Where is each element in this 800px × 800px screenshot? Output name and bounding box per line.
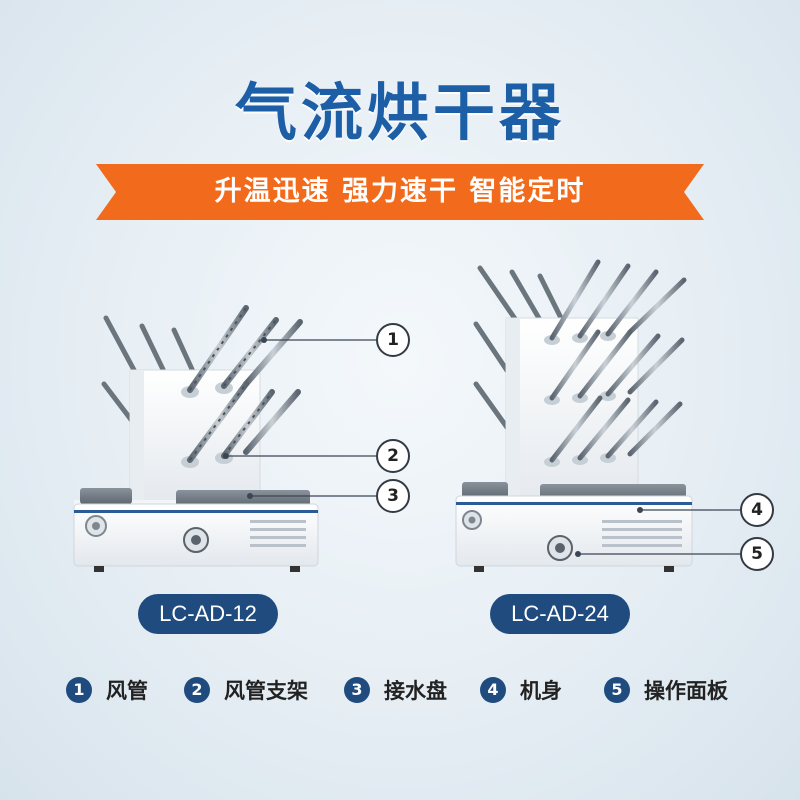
- legend-number: 3: [344, 677, 370, 703]
- unit-lc-ad-12: [73, 305, 376, 572]
- parts-legend: 1 风管 2 风管支架 3 接水盘 4 机身 5 操作面板: [0, 672, 800, 708]
- page-title: 气流烘干器: [234, 76, 565, 149]
- legend-item: 1 风管: [66, 672, 148, 708]
- legend-item: 4 机身: [480, 672, 562, 708]
- legend-number: 4: [480, 677, 506, 703]
- legend-label: 接水盘: [384, 679, 447, 703]
- legend-number: 1: [66, 677, 92, 703]
- legend-label: 风管: [106, 679, 148, 703]
- callout-3: 3: [376, 479, 410, 513]
- legend-item: 2 风管支架: [184, 672, 308, 708]
- callout-1: 1: [376, 323, 410, 357]
- callout-2: 2: [376, 439, 410, 473]
- feature-banner: 升温迅速 强力速干 智能定时: [96, 164, 704, 220]
- unit-lc-ad-24: [455, 259, 740, 572]
- legend-number: 5: [604, 677, 630, 703]
- callout-5: 5: [740, 537, 774, 571]
- banner-text: 升温迅速 强力速干 智能定时: [214, 176, 586, 207]
- legend-label: 机身: [520, 679, 562, 703]
- model-label-lc-ad-24: LC-AD-24: [490, 594, 630, 634]
- legend-label: 操作面板: [644, 679, 728, 703]
- legend-label: 风管支架: [224, 679, 308, 703]
- legend-item: 3 接水盘: [344, 672, 447, 708]
- legend-number: 2: [184, 677, 210, 703]
- model-label-lc-ad-12: LC-AD-12: [138, 594, 278, 634]
- legend-item: 5 操作面板: [604, 672, 728, 708]
- banner-shape: [96, 164, 704, 220]
- callout-4: 4: [740, 493, 774, 527]
